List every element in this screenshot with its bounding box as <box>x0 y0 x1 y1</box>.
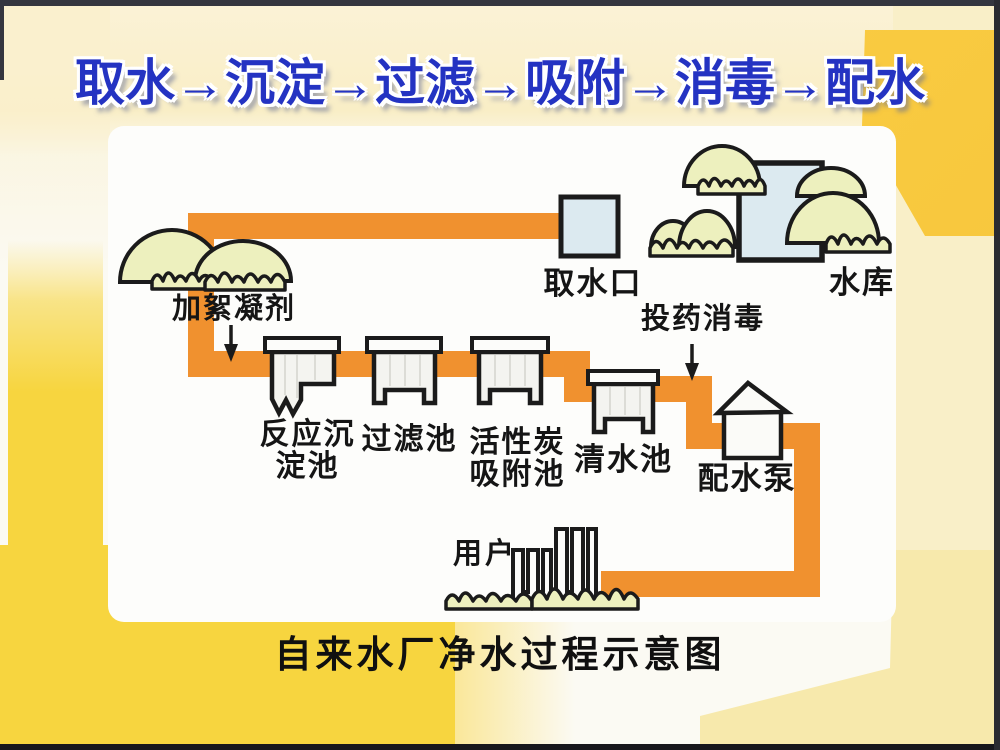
screen-edge-top <box>0 0 1000 6</box>
screen-edge-left <box>0 0 4 80</box>
reservoir-label: 水库 <box>829 265 895 300</box>
user-buildings <box>444 527 640 611</box>
flocculant-hills <box>117 228 294 292</box>
sedimentation-tank-shape <box>263 336 341 419</box>
hill <box>676 209 738 249</box>
bush <box>203 271 287 292</box>
bush <box>444 591 534 611</box>
diagram-caption: 自来水厂净水过程示意图 <box>274 635 726 676</box>
hill <box>794 166 868 198</box>
building-tall <box>554 527 598 609</box>
bush <box>530 587 640 611</box>
dosing-arrow <box>685 344 699 381</box>
dosing-label: 投药消毒 <box>640 303 765 335</box>
bg-left-cream-strip <box>0 6 110 276</box>
clear-tank-label: 清水池 <box>574 442 673 477</box>
filter-tank-label: 过滤池 <box>361 423 458 456</box>
bush <box>696 176 767 196</box>
hill <box>681 144 763 188</box>
clear-tank-shape <box>586 369 660 435</box>
reservoir-hills <box>648 144 892 258</box>
flocculant-label: 加絮凝剂 <box>171 293 296 325</box>
carbon-tank-shape <box>470 336 550 406</box>
pump-house-shape <box>712 380 794 461</box>
bg-bottom-yellow-fade <box>455 617 575 744</box>
sedimentation-tank-label: 反应沉 淀池 <box>259 418 356 484</box>
flocculant-arrow <box>224 325 238 362</box>
hill <box>784 191 882 245</box>
screen-edge-right <box>994 0 1000 750</box>
users-label: 用户 <box>452 538 517 570</box>
pump-label: 配水泵 <box>697 461 797 496</box>
screen-edge-bottom <box>0 744 1000 750</box>
filter-tank-shape <box>365 336 443 406</box>
hill <box>192 239 294 283</box>
intake-label: 取水口 <box>543 266 643 301</box>
carbon-tank-label: 活性炭 吸附池 <box>469 426 566 492</box>
process-flow-title: 取水→沉淀→过滤→吸附→消毒→配水 <box>75 55 925 111</box>
bush <box>648 237 735 258</box>
bush <box>824 233 892 254</box>
intake-square <box>558 194 621 259</box>
bush <box>150 271 214 291</box>
